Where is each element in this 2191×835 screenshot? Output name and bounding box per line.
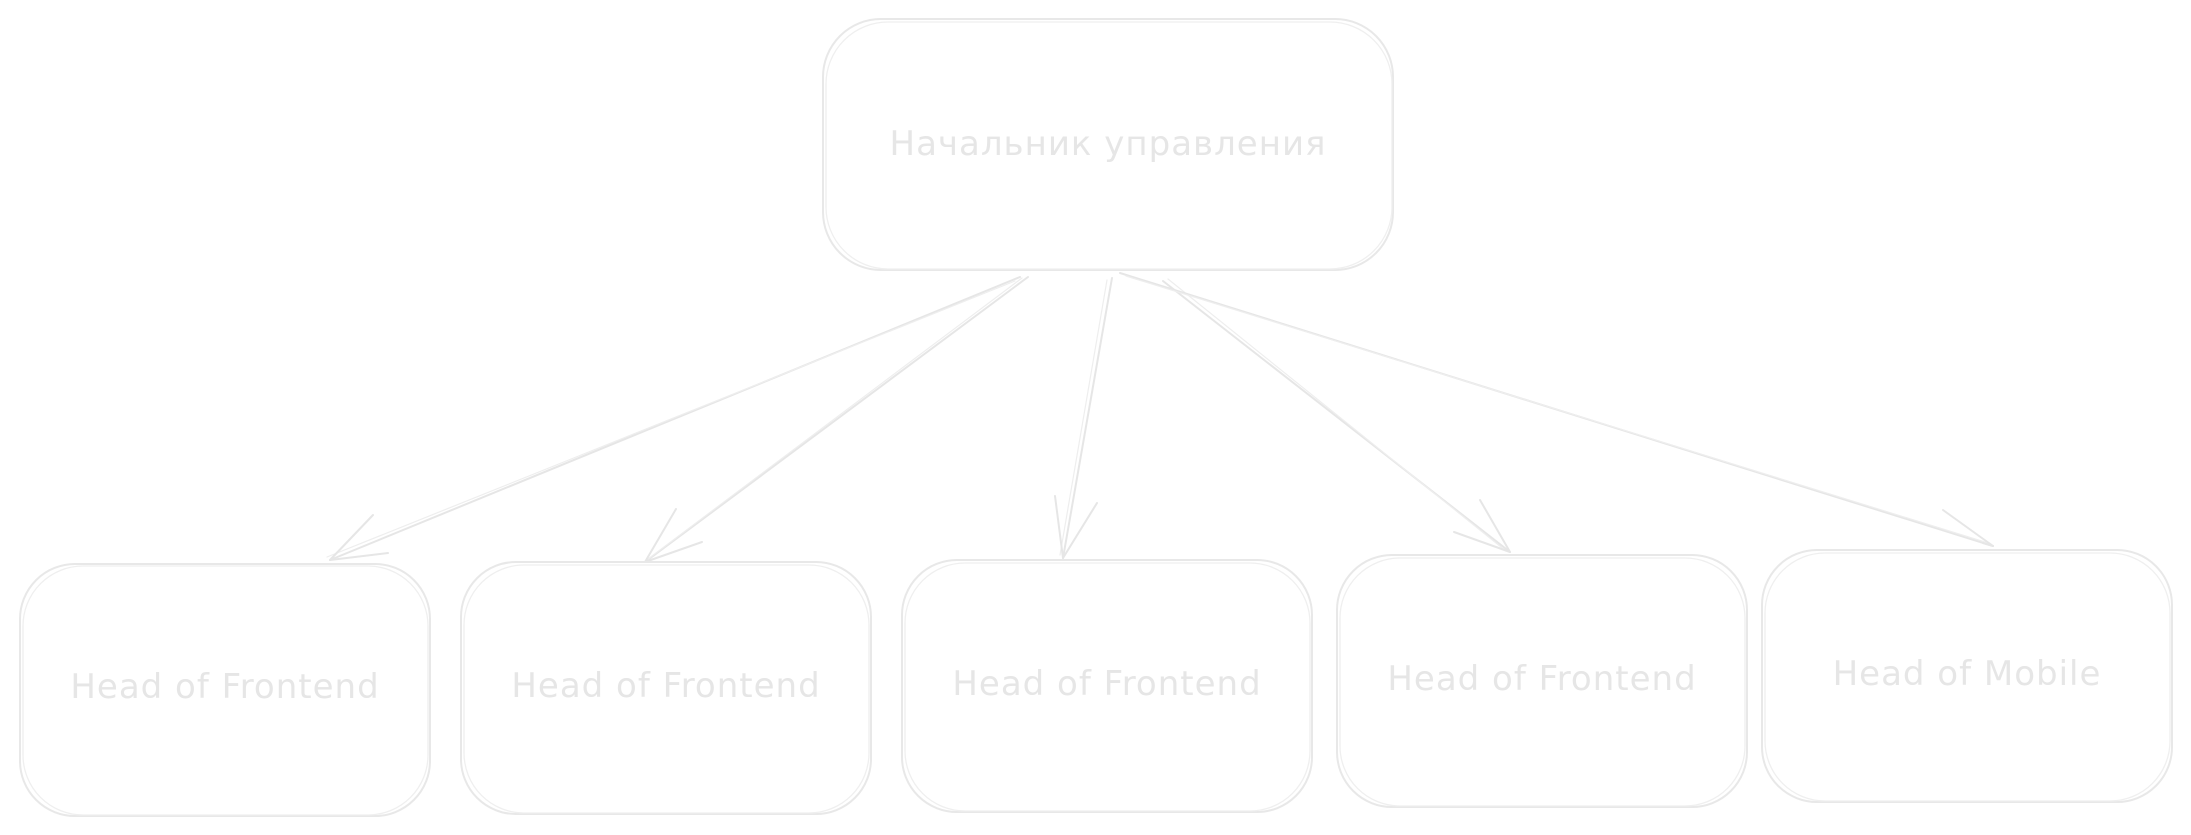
child-node-2-label: Head of Frontend bbox=[511, 666, 820, 706]
child-node-2[interactable]: Head of Frontend bbox=[460, 561, 872, 815]
edge-root-to-child-5 bbox=[1119, 272, 1994, 547]
root-node-label: Начальник управления bbox=[890, 124, 1327, 164]
edge-root-to-child-1 bbox=[326, 276, 1021, 561]
child-node-3-label: Head of Frontend bbox=[952, 664, 1261, 704]
child-node-1-label: Head of Frontend bbox=[70, 667, 379, 707]
edge-root-to-child-4 bbox=[1162, 278, 1511, 553]
edges bbox=[326, 272, 1994, 563]
child-node-1[interactable]: Head of Frontend bbox=[19, 563, 431, 817]
root-node[interactable]: Начальник управления bbox=[822, 18, 1394, 271]
edge-root-to-child-2 bbox=[644, 276, 1029, 563]
child-node-3[interactable]: Head of Frontend bbox=[901, 559, 1313, 813]
edge-root-to-child-3 bbox=[1054, 277, 1113, 559]
child-node-5[interactable]: Head of Mobile bbox=[1761, 549, 2173, 803]
child-node-5-label: Head of Mobile bbox=[1833, 654, 2102, 694]
child-node-4-label: Head of Frontend bbox=[1387, 659, 1696, 699]
child-node-4[interactable]: Head of Frontend bbox=[1336, 554, 1748, 808]
